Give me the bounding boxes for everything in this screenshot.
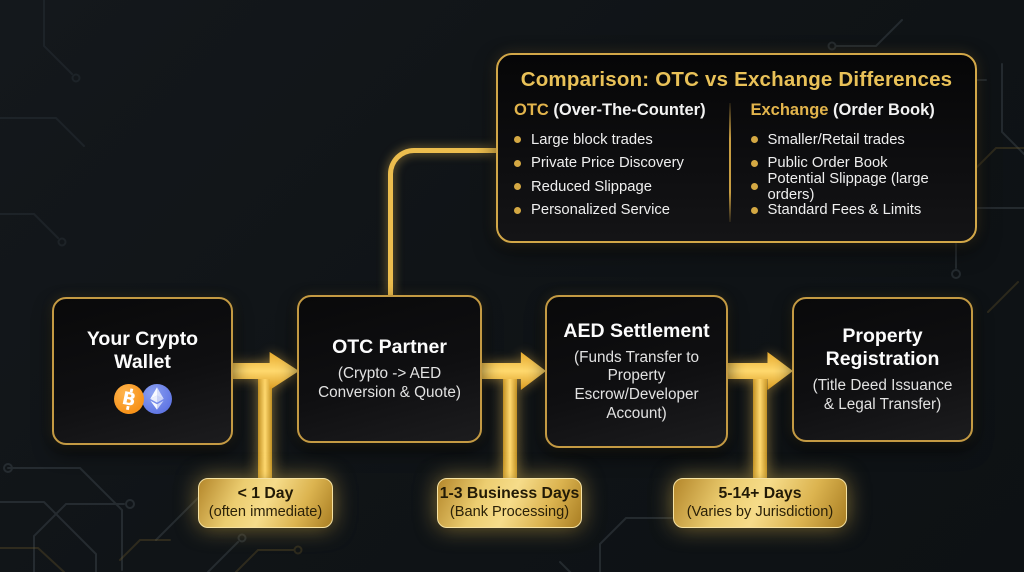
otc-duration-connector <box>503 368 517 479</box>
otc-to-comparison-connector <box>388 148 496 295</box>
otc-column: OTC (Over-The-Counter) Large block trade… <box>512 101 725 222</box>
list-item-label: Potential Slippage (large orders) <box>767 170 929 203</box>
bullet-icon <box>514 183 521 191</box>
svg-text:B: B <box>120 388 138 411</box>
otc-heading-highlight: OTC <box>514 101 549 119</box>
list-item-label: Reduced Slippage <box>531 178 652 195</box>
bullet-icon <box>750 206 758 214</box>
duration-value: 5-14+ Days <box>718 485 802 503</box>
bitcoin-icon: B <box>113 384 144 414</box>
duration-value: 1-3 Business Days <box>439 485 580 503</box>
wallet-duration-connector <box>258 368 272 479</box>
list-item-label: Standard Fees & Limits <box>767 202 922 219</box>
column-divider <box>728 103 731 222</box>
list-item-label: Personalized Service <box>531 202 670 219</box>
step-subtitle: (Crypto -> AED Conversion & Quote) <box>318 364 461 401</box>
crypto-coins: B <box>113 384 172 414</box>
exchange-heading-rest: (Order Book) <box>828 101 935 119</box>
arrow-right-icon <box>481 352 546 390</box>
bullet-icon <box>514 136 521 144</box>
bullet-icon <box>750 183 758 191</box>
arrow-right-icon <box>727 352 793 390</box>
list-item: Standard Fees & Limits <box>750 199 962 223</box>
list-item: Potential Slippage (large orders) <box>750 171 962 203</box>
step-aed-settlement: AED Settlement (Funds Transfer to Proper… <box>545 295 728 448</box>
exchange-feature-list: Smaller/Retail trades Public Order Book … <box>750 128 962 223</box>
duration-note: (Bank Processing) <box>449 504 570 521</box>
duration-value: < 1 Day <box>237 485 294 503</box>
otc-column-heading: OTC (Over-The-Counter) <box>514 101 725 120</box>
exchange-heading-highlight: Exchange <box>750 101 829 119</box>
list-item: Smaller/Retail trades <box>750 128 962 152</box>
otc-heading-rest: (Over-The-Counter) <box>548 101 706 119</box>
step-title: Your Crypto Wallet <box>86 328 199 373</box>
comparison-panel: Comparison: OTC vs Exchange Differences … <box>496 53 977 243</box>
bullet-icon <box>514 206 521 214</box>
duration-note: (often immediate) <box>208 504 323 521</box>
list-item: Large block trades <box>514 128 725 152</box>
ethereum-icon <box>141 384 172 414</box>
duration-pill-wallet: < 1 Day (often immediate) <box>198 478 333 528</box>
exchange-column: Exchange (Order Book) Smaller/Retail tra… <box>735 101 962 222</box>
bullet-icon <box>750 159 758 167</box>
exchange-column-heading: Exchange (Order Book) <box>751 101 962 120</box>
duration-note: (Varies by Jurisdiction) <box>686 504 834 521</box>
list-item: Personalized Service <box>514 199 725 223</box>
list-item-label: Large block trades <box>531 131 653 148</box>
step-title: AED Settlement <box>563 319 710 342</box>
step-title: Property Registration <box>825 324 940 370</box>
list-item-label: Smaller/Retail trades <box>767 131 905 148</box>
list-item: Public Order Book <box>750 152 962 176</box>
list-item-label: Private Price Discovery <box>531 155 684 172</box>
comparison-columns: OTC (Over-The-Counter) Large block trade… <box>498 101 975 222</box>
otc-feature-list: Large block trades Private Price Discove… <box>514 128 725 222</box>
duration-pill-settlement: 5-14+ Days (Varies by Jurisdiction) <box>673 478 847 528</box>
step-title: OTC Partner <box>332 335 447 358</box>
step-subtitle: (Funds Transfer to Property Escrow/Devel… <box>574 348 699 422</box>
comparison-title: Comparison: OTC vs Exchange Differences <box>520 68 953 91</box>
step-property-registration: Property Registration (Title Deed Issuan… <box>792 297 973 442</box>
duration-pill-otc: 1-3 Business Days (Bank Processing) <box>437 478 582 528</box>
bullet-icon <box>514 159 521 167</box>
settlement-duration-connector <box>753 368 767 479</box>
list-item: Reduced Slippage <box>514 175 725 199</box>
list-item: Private Price Discovery <box>514 152 725 176</box>
step-otc-partner: OTC Partner (Crypto -> AED Conversion & … <box>297 295 482 443</box>
arrow-right-icon <box>223 352 299 390</box>
step-your-crypto-wallet: Your Crypto Wallet B <box>52 297 233 445</box>
step-subtitle: (Title Deed Issuance & Legal Transfer) <box>812 376 953 413</box>
list-item-label: Public Order Book <box>767 155 888 172</box>
bullet-icon <box>750 136 758 144</box>
